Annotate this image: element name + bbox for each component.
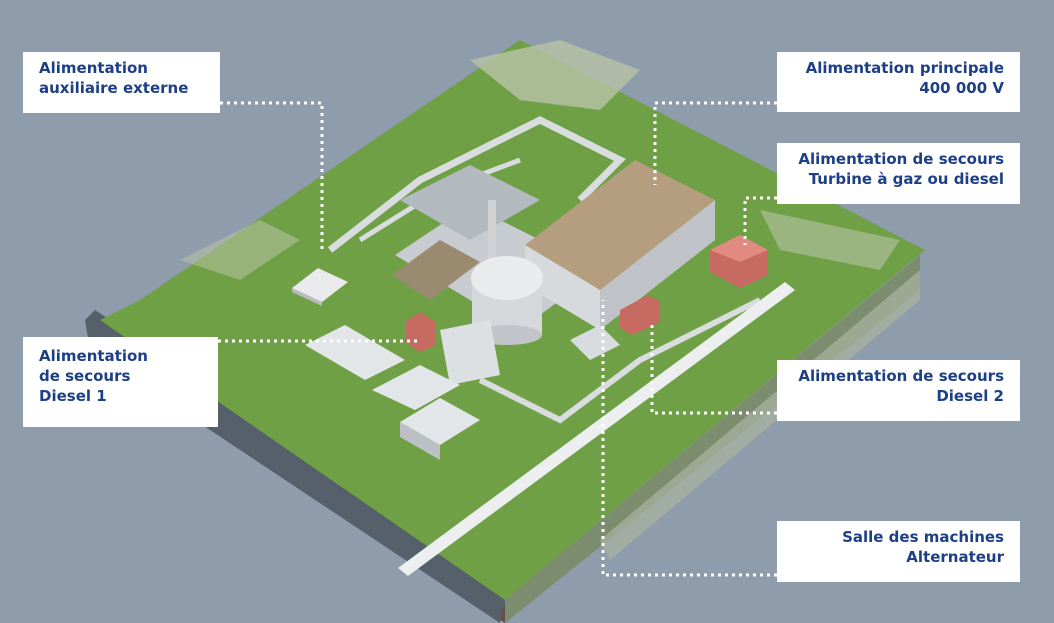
aux-building-front <box>292 288 322 306</box>
cliff-rock-texture <box>600 270 920 560</box>
callout-main-power-line1: Alimentation principale <box>805 59 1004 77</box>
callout-backup-diesel1-line2: de secours <box>39 367 131 385</box>
callout-backup-diesel1-line1: Alimentation <box>39 347 148 365</box>
callout-backup-turbine-line1: Alimentation de secours <box>798 150 1004 168</box>
warehouse-3-side <box>400 422 440 460</box>
callout-backup-diesel1: Alimentation de secours Diesel 1 <box>23 337 218 427</box>
callout-backup-diesel2: Alimentation de secours Diesel 2 <box>777 360 1020 421</box>
gas-turbine-roof <box>710 235 768 262</box>
rocky-patch-right <box>760 210 900 270</box>
callout-main-power-line2: 400 000 V <box>919 79 1004 97</box>
callout-machine-hall-line1: Salle des machines <box>842 528 1004 546</box>
callout-backup-diesel2-line1: Alimentation de secours <box>798 367 1004 385</box>
leader-machine-hall <box>601 300 777 577</box>
diesel2-building <box>620 295 660 335</box>
control-block <box>570 325 620 360</box>
leader-main-power <box>653 101 777 185</box>
leader-lines <box>218 101 777 577</box>
main-road <box>398 282 795 576</box>
callout-backup-diesel2-line2: Diesel 2 <box>936 387 1004 405</box>
reactor-annex <box>440 320 500 385</box>
fuel-building-roof <box>392 240 480 300</box>
water-pool <box>400 165 540 240</box>
road-south <box>478 297 762 424</box>
callout-aux-external: Alimentation auxiliaire externe <box>23 52 220 113</box>
callout-aux-external-line1: Alimentation <box>39 59 148 77</box>
rocky-patch-top <box>470 40 640 110</box>
callout-machine-hall-line2: Alternateur <box>906 548 1004 566</box>
warehouse-3 <box>400 398 480 445</box>
callout-backup-turbine-line2: Turbine à gaz ou diesel <box>808 170 1004 188</box>
callout-backup-diesel1-line3: Diesel 1 <box>39 387 107 405</box>
stack-tower <box>488 200 496 270</box>
warehouse-1 <box>305 325 405 380</box>
diesel1-building <box>405 312 436 352</box>
terrain-right-cliff <box>505 255 920 623</box>
leader-diesel2 <box>650 325 777 415</box>
turbine-hall-roof <box>525 160 715 290</box>
turbine-hall-front <box>525 245 600 330</box>
callout-backup-turbine: Alimentation de secours Turbine à gaz ou… <box>777 143 1020 204</box>
callout-machine-hall: Salle des machines Alternateur <box>777 521 1020 582</box>
warehouse-2 <box>372 365 460 410</box>
aux-building-top <box>292 268 348 302</box>
reactor-dome <box>471 256 543 300</box>
turbine-hall-side <box>600 200 715 330</box>
callout-aux-external-line2: auxiliaire externe <box>39 79 189 97</box>
leader-backup-turbine <box>743 196 777 245</box>
rocky-patch-left <box>180 220 300 280</box>
callout-main-power: Alimentation principale 400 000 V <box>777 52 1020 112</box>
road-loop <box>327 116 626 253</box>
